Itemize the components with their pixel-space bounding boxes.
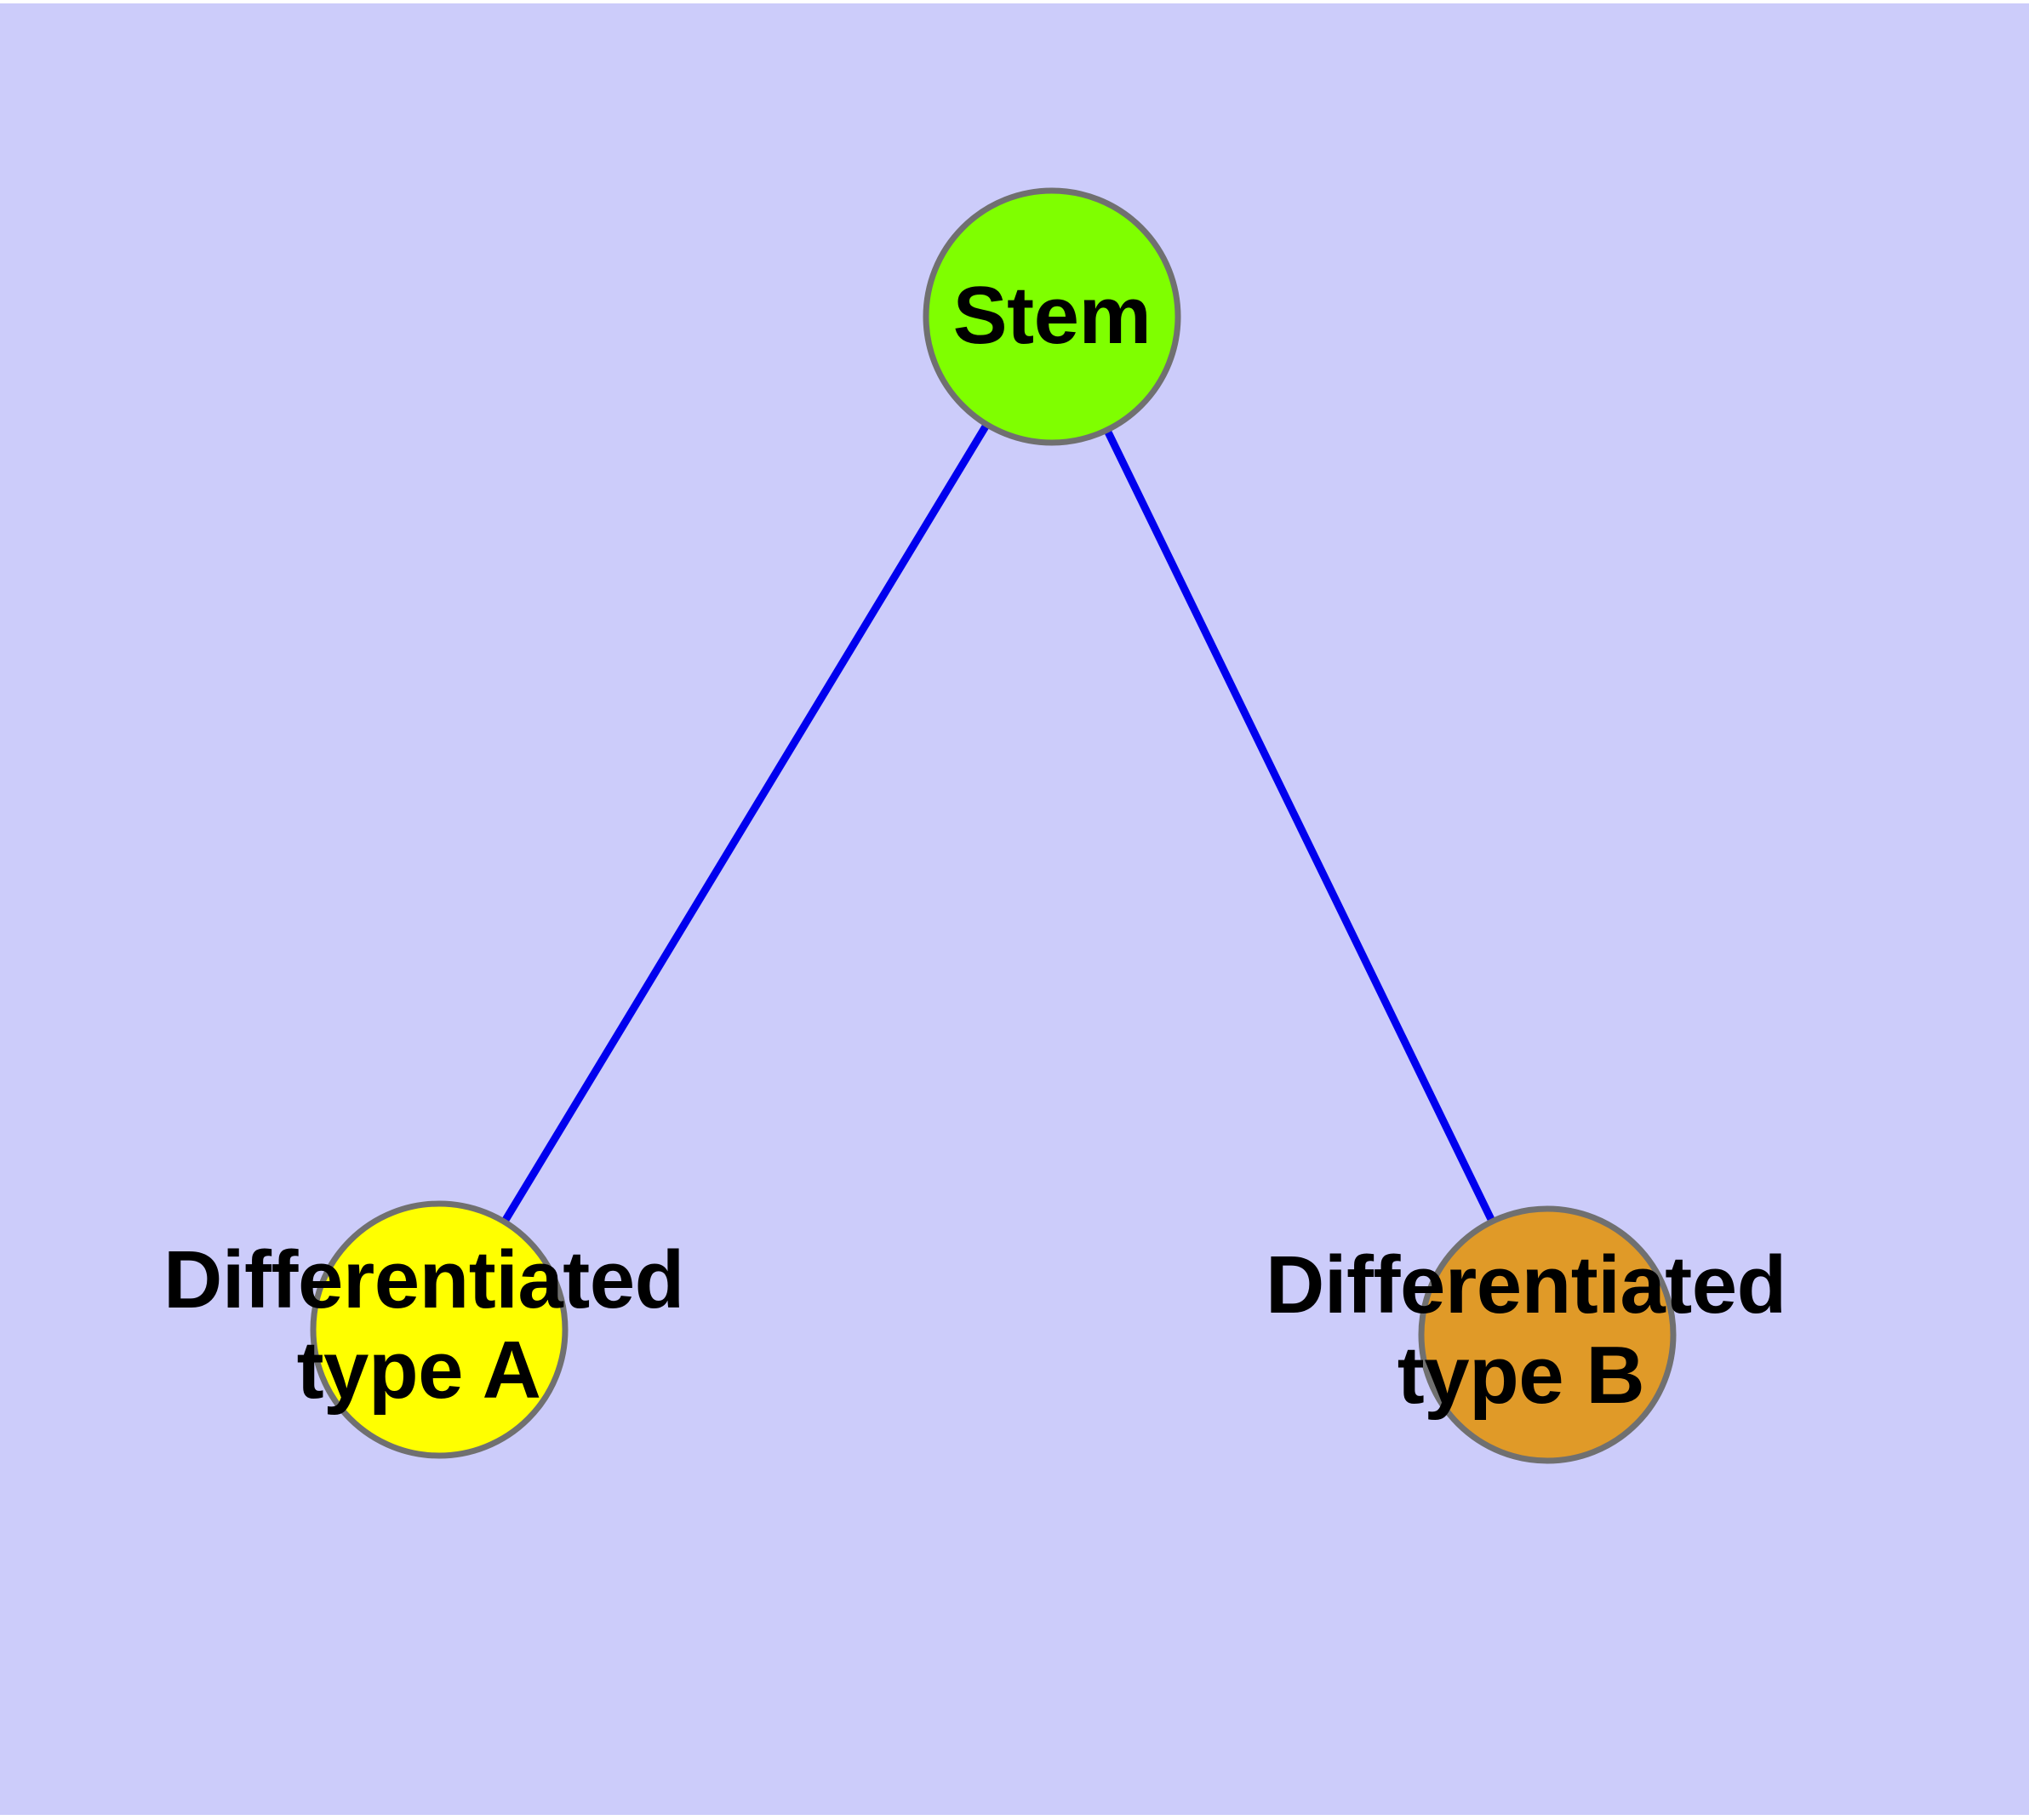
node-differentiated-type-a[interactable] bbox=[310, 1200, 569, 1459]
node-stem[interactable] bbox=[923, 187, 1181, 446]
edge-layer bbox=[436, 314, 1552, 1336]
node-differentiated-type-b[interactable] bbox=[1418, 1205, 1677, 1464]
node-layer bbox=[310, 187, 1677, 1464]
edge-stem-to-diff-b bbox=[1048, 315, 1552, 1336]
edge-stem-to-diff-a bbox=[436, 314, 1055, 1332]
